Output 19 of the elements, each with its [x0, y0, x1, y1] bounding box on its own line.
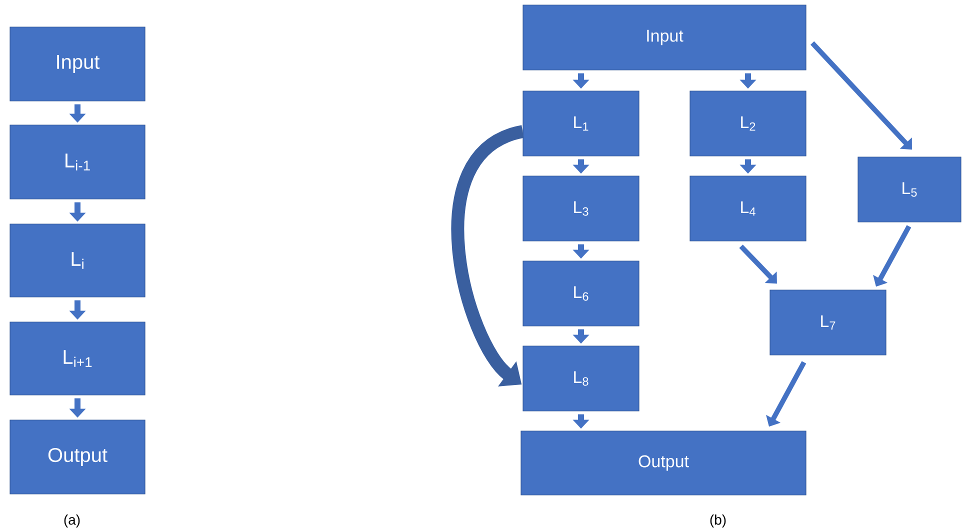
arrow [810, 41, 912, 150]
layer-box: L$_{7}$ [770, 290, 886, 356]
layer-box: Input [10, 26, 146, 102]
panel-label: (b) [710, 514, 726, 528]
layer-box: L$_{2}$ [690, 90, 806, 156]
layer-box: L$_{6}$ [522, 260, 640, 326]
layer-box: Input [522, 4, 806, 70]
arrow [739, 244, 777, 284]
layer-box: L$_{3}$ [522, 176, 640, 242]
layer-box: L$_{5}$ [858, 156, 962, 222]
panel-label: (a) [64, 514, 80, 528]
layer-box: L$_{i+1}$ [10, 322, 146, 396]
layer-box: L$_{8}$ [522, 346, 640, 412]
layer-box: Output [10, 420, 146, 494]
layer-box: L$_{4}$ [690, 176, 806, 242]
layer-box: L$_{i-1}$ [10, 124, 146, 200]
layer-box: L$_{i}$ [10, 224, 146, 298]
layer-box: Output [520, 430, 806, 496]
layer-box: L$_{1}$ [522, 90, 640, 156]
